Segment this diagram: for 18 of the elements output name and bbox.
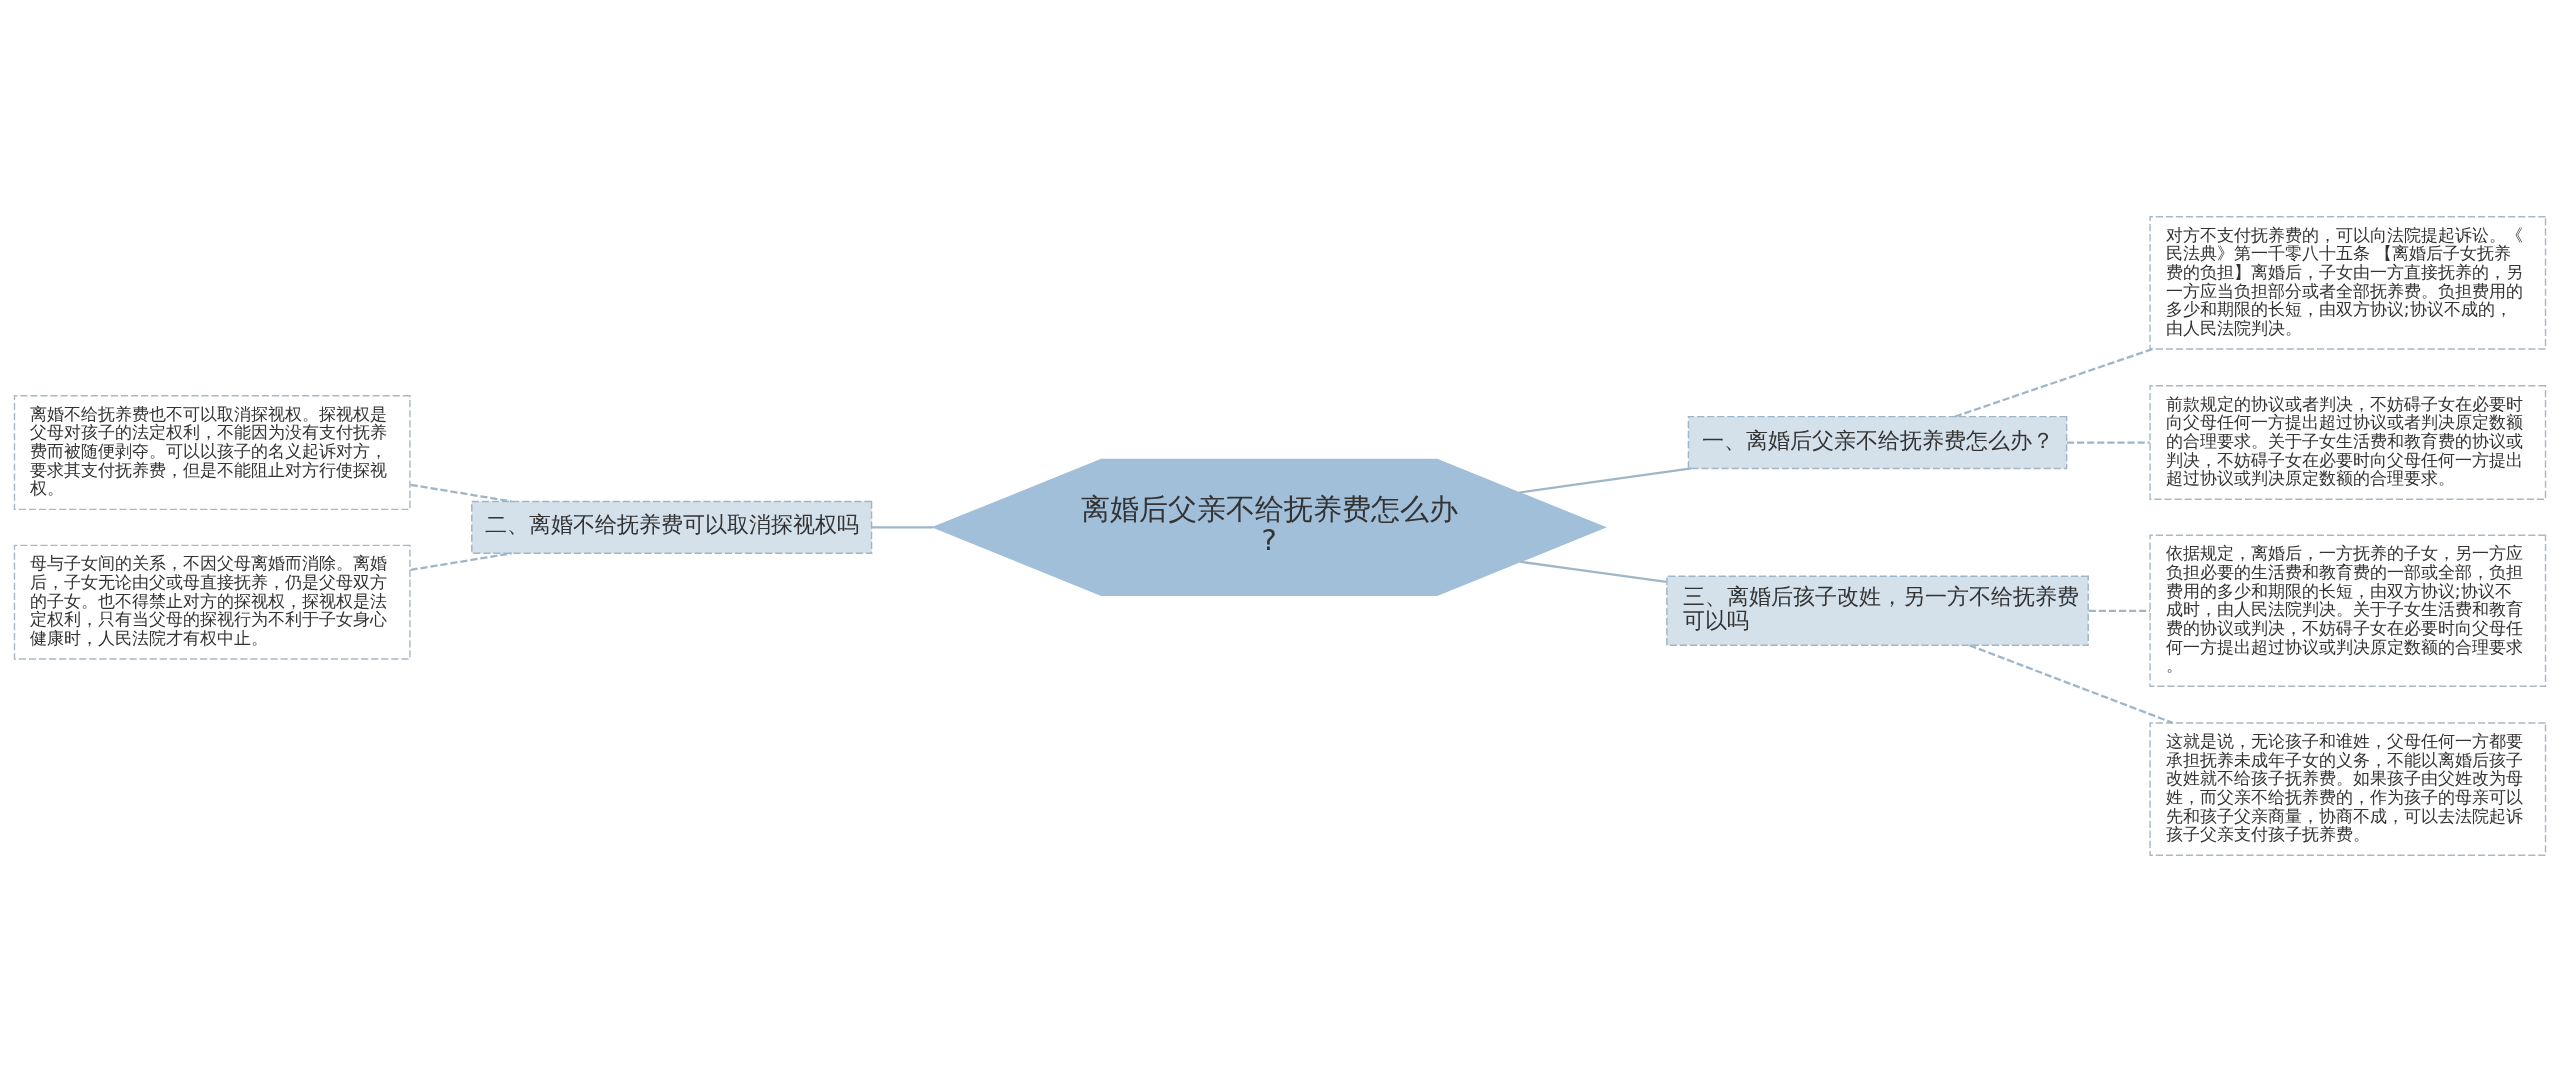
connector [2067, 440, 2150, 444]
node-box: 母与子女间的关系，不因父母离婚而消除。离婚后，子女无论由父或母直接抚养，仍是父母双方的子女。也不得禁止对方的探视权，探视权是法定权利，只有当父母的探视行为不利于子女身心健康时，人民法院才有权中止。 [13, 544, 411, 660]
node-box: 这就是说，无论孩子和谁姓，父母任何一方都要承担抚养未成年子女的义务，不能以离婚后孩子改姓就不给孩子抚养费。如果孩子由父姓改为母姓，而父亲不给抚养费的，作为孩子的母亲可以先和孩子父亲商量，协商不成，可以去法院起诉孩子父亲支付孩子抚养费。 [2149, 721, 2547, 856]
node-box: 三、离婚后孩子改姓，另一方不给抚养费可以吗 [1666, 575, 2089, 646]
node-box: 依据规定，离婚后，一方抚养的子女，另一方应负担必要的生活费和教育费的一部或全部，负担费用的多少和期限的长短，由双方协议;协议不成时，由人民法院判决。关于子女生活费和教育费的协议或判决，不妨碍子女在必要时向父母任何一方提出超过协议或判决原定数额的合理要求。 [2149, 534, 2547, 687]
node-box: 二、离婚不给抚养费可以取消探视权吗 [471, 500, 873, 554]
connector [1518, 466, 1692, 494]
node-box: 对方不支付抚养费的，可以向法院提起诉讼。《民法典》第一千零八十五条 【离婚后子女抚养费的负担】离婚后，子女由一方直接抚养的，另一方应当负担部分或者全部抚养费。负担费用的多少和期限的长短，由双方协议;协议不成的，由人民法院判决。 [2149, 215, 2547, 350]
connector [1969, 643, 2174, 724]
connector [871, 525, 934, 528]
node-box: 前款规定的协议或者判决，不妨碍子女在必要时向父母任何一方提出超过协议或者判决原定数额的合理要求。关于子女生活费和教育费的协议或判决，不妨碍子女在必要时向父母任何一方提出超过协议或判决原定数额的合理要求。 [2149, 384, 2547, 500]
connector [410, 551, 512, 571]
connector [1520, 560, 1667, 583]
connector [2088, 609, 2150, 612]
node-box: 离婚不给抚养费也不可以取消探视权。探视权是父母对孩子的法定权利，不能因为没有支付抚养费而被随便剥夺。可以以孩子的名义起诉对方，要求其支付抚养费，但是不能阻止对方行使探视权。 [13, 394, 411, 510]
connector [410, 483, 512, 503]
connector [1954, 347, 2153, 418]
node-box: 一、离婚后父亲不给抚养费怎么办？ [1687, 415, 2068, 469]
